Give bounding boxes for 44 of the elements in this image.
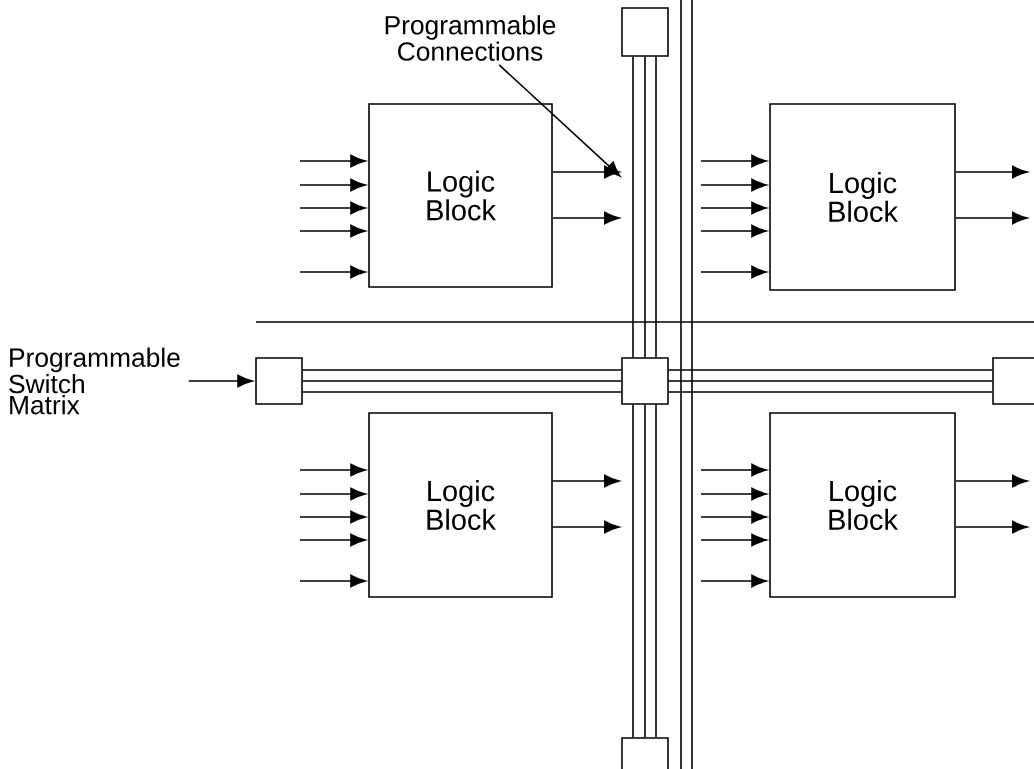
input-arrow [299, 487, 366, 501]
logic-block: Logic Block [368, 103, 553, 288]
input-arrow [299, 224, 366, 238]
input-arrow [700, 574, 767, 588]
switch-matrix-box [621, 357, 669, 405]
input-arrow [299, 463, 366, 477]
output-arrow [955, 474, 1028, 488]
annotation-text: Programmable Switch Matrix [9, 347, 180, 415]
switch-matrix-box [255, 357, 303, 405]
input-arrow [299, 510, 366, 524]
input-arrow [700, 463, 767, 477]
switch-matrix-box [992, 357, 1034, 405]
input-arrow [299, 178, 366, 192]
bus-lines [302, 369, 622, 393]
output-arrow [552, 211, 620, 225]
input-arrow [700, 224, 767, 238]
output-arrow [955, 520, 1028, 534]
output-arrow [955, 165, 1028, 179]
input-arrow [299, 154, 366, 168]
input-arrow [299, 201, 366, 215]
input-arrow [299, 574, 366, 588]
output-arrow [955, 211, 1028, 225]
output-arrow [552, 165, 620, 179]
output-arrow [552, 474, 620, 488]
logic-block: Logic Block [769, 103, 956, 291]
input-arrow [700, 201, 767, 215]
logic-block: Logic Block [769, 412, 956, 598]
arrow [188, 374, 253, 388]
input-arrow [700, 178, 767, 192]
annotation-text: Programmable Connections [385, 15, 556, 61]
logic-block: Logic Block [368, 412, 553, 598]
switch-matrix-box [621, 7, 669, 57]
input-arrow [700, 533, 767, 547]
switch-matrix-box [621, 737, 669, 769]
input-arrow [299, 265, 366, 279]
input-arrow [700, 487, 767, 501]
input-arrow [700, 265, 767, 279]
input-arrow [700, 154, 767, 168]
output-arrow [552, 520, 620, 534]
input-arrow [700, 510, 767, 524]
bus-lines [668, 369, 993, 393]
bus-lines [632, 404, 657, 738]
input-arrow [299, 533, 366, 547]
bus-lines [632, 56, 657, 358]
